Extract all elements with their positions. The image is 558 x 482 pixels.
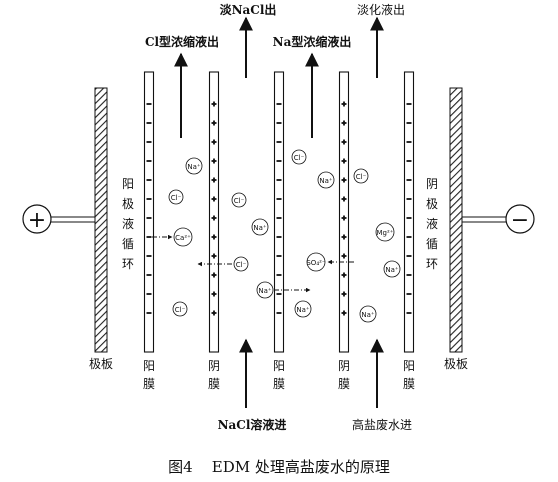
ion-cl: Cl⁻	[231, 192, 247, 208]
svg-text:极: 极	[426, 197, 438, 211]
figure-caption: 图4 EDM 处理高盐废水的原理	[168, 458, 390, 476]
svg-text:Na⁺: Na⁺	[319, 177, 333, 185]
svg-text:Cl⁻: Cl⁻	[171, 194, 182, 202]
svg-text:极: 极	[122, 197, 134, 211]
anode-loop-label: 阳 极 液 循 环	[122, 177, 134, 271]
membrane-label: 阳	[143, 359, 155, 373]
svg-text:Na⁺: Na⁺	[258, 287, 272, 295]
membrane-label: 阳	[403, 359, 415, 373]
right-lead-wire	[462, 216, 507, 223]
ion-na: Na⁺	[359, 305, 377, 323]
svg-text:液: 液	[122, 216, 134, 231]
inflow-arrows	[239, 338, 384, 408]
membrane-cation-3: 阳膜	[273, 71, 285, 391]
label-brine-in: 高盐废水进	[352, 417, 412, 432]
ion-cl: Cl⁻	[233, 256, 249, 272]
ion-na: Na⁺	[294, 300, 312, 318]
label-dilute-out: 淡化液出	[357, 2, 405, 17]
cathode-sign: −	[511, 208, 529, 233]
svg-text:阳: 阳	[122, 177, 134, 191]
label-cl-type-out: Cl型浓缩液出	[145, 34, 219, 49]
label-nacl-in: NaCl溶液进	[218, 417, 287, 432]
membrane-label: 膜	[403, 377, 415, 391]
svg-text:Na⁺: Na⁺	[361, 311, 375, 319]
svg-text:Cl⁻: Cl⁻	[236, 261, 247, 269]
label-dilute-nacl-out: 淡NaCl出	[220, 2, 277, 17]
membrane-label: 膜	[338, 377, 350, 391]
svg-text:Cl⁻: Cl⁻	[356, 173, 367, 181]
svg-text:阴: 阴	[426, 177, 438, 191]
membrane-anion-4: 阴膜	[338, 71, 350, 391]
svg-text:循: 循	[426, 237, 438, 251]
cathode-terminal: −	[505, 204, 535, 234]
left-plate-label: 极板	[89, 357, 113, 371]
svg-text:Na⁺: Na⁺	[385, 266, 399, 274]
svg-text:环: 环	[426, 257, 438, 271]
outflow-arrows	[174, 16, 384, 138]
ion-mg: Mg²⁺	[375, 222, 395, 242]
ion-na: Na⁺	[251, 218, 269, 236]
svg-text:SO₄²⁻: SO₄²⁻	[306, 259, 326, 267]
svg-text:Cl⁻: Cl⁻	[294, 154, 305, 162]
right-plate-label: 极板	[444, 357, 468, 371]
ion-na: Na⁺	[256, 281, 274, 299]
membrane-label: 阴	[208, 359, 220, 373]
svg-text:液: 液	[426, 216, 438, 231]
svg-text:Mg²⁺: Mg²⁺	[377, 229, 394, 237]
cathode-loop-label: 阴 极 液 循 环	[426, 177, 438, 271]
svg-text:Na⁺: Na⁺	[296, 306, 310, 314]
right-electrode-plate	[449, 87, 463, 353]
ion-na: Na⁺	[317, 171, 335, 189]
label-na-type-out: Na型浓缩液出	[273, 34, 352, 49]
left-lead-wire	[50, 216, 95, 223]
svg-text:Ca²⁺: Ca²⁺	[175, 234, 191, 242]
ion-na: Na⁺	[185, 157, 203, 175]
svg-text:Cl⁻: Cl⁻	[234, 197, 245, 205]
membrane-cation-1: 阳膜	[143, 71, 155, 391]
membrane-label: 膜	[273, 377, 285, 391]
membrane-cation-5: 阳膜	[403, 71, 415, 391]
svg-text:循: 循	[122, 237, 134, 251]
migration-arrows	[152, 234, 354, 293]
anode-terminal: +	[22, 204, 52, 234]
ion-so4: SO₄²⁻	[306, 252, 326, 272]
ion-na: Na⁺	[383, 260, 401, 278]
ion-cl: Cl⁻	[172, 301, 188, 317]
left-electrode-plate	[94, 87, 108, 353]
svg-text:Na⁺: Na⁺	[253, 224, 267, 232]
ion-cl: Cl⁻	[291, 149, 307, 165]
membrane-anion-2: 阴膜	[208, 71, 220, 391]
svg-text:环: 环	[122, 257, 134, 271]
membrane-label: 膜	[208, 377, 220, 391]
membrane-label: 膜	[143, 377, 155, 391]
membrane-label: 阳	[273, 359, 285, 373]
svg-text:Na⁺: Na⁺	[187, 163, 201, 171]
ion-ca: Ca²⁺	[173, 227, 193, 247]
anode-sign: +	[28, 208, 46, 233]
ion-cl: Cl⁻	[168, 189, 184, 205]
ion-cl: Cl⁻	[353, 168, 369, 184]
membrane-label: 阴	[338, 359, 350, 373]
svg-text:Cl⁻: Cl⁻	[175, 306, 186, 314]
